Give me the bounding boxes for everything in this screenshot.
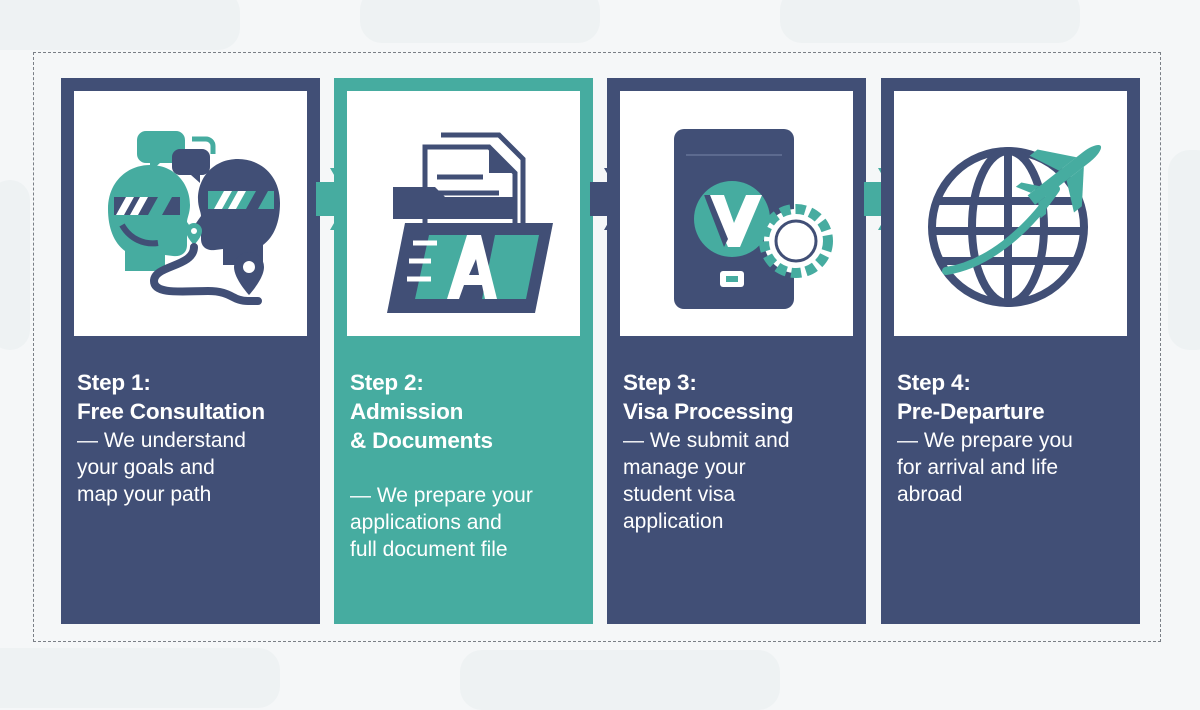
icon-panel — [894, 91, 1127, 336]
step-card-1: Step 1: Free Consultation — We understan… — [61, 78, 320, 624]
icon-panel — [74, 91, 307, 336]
step-title: Step 3: Visa Processing — [623, 370, 794, 424]
background-decoration — [0, 0, 240, 50]
background-decoration — [1168, 150, 1200, 350]
step-description: — We understand your goals and map your … — [77, 429, 246, 506]
background-decoration — [0, 648, 280, 708]
background-decoration — [780, 0, 1080, 43]
document-folder-icon — [387, 132, 553, 313]
globe-airplane-icon — [928, 145, 1102, 307]
dashed-frame — [33, 52, 1161, 642]
step-title: Step 1: Free Consultation — [77, 370, 265, 424]
step-card-2: Step 2: Admission & Documents — We prepa… — [334, 78, 593, 624]
step-title: Step 4: Pre-Departure — [897, 370, 1045, 424]
step-description: — We prepare your applications and full … — [350, 484, 533, 561]
step-description: — We submit and manage your student visa… — [623, 429, 790, 533]
step-card-4: Step 4: Pre-Departure — We prepare you f… — [881, 78, 1140, 624]
step-title: Step 2: Admission & Documents — [350, 370, 493, 453]
icon-panel — [620, 91, 853, 336]
step-description: — We prepare you for arrival and life ab… — [897, 429, 1073, 506]
background-decoration — [460, 650, 780, 710]
passport-icon — [674, 129, 833, 309]
consultation-heads-icon — [108, 131, 280, 305]
background-decoration — [0, 180, 30, 350]
step-card-3: Step 3: Visa Processing — We submit and … — [607, 78, 866, 624]
background-decoration — [360, 0, 600, 43]
icon-panel — [347, 91, 580, 336]
